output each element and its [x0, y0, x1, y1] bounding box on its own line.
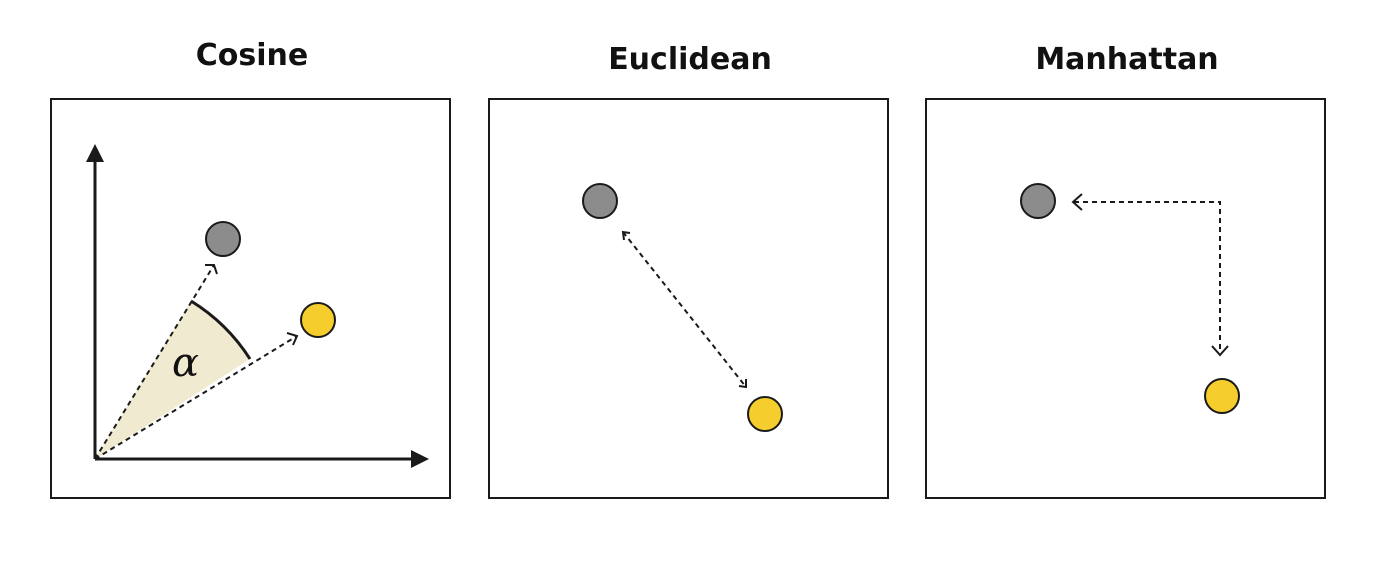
- angle-label: α: [172, 340, 199, 386]
- euclidean-arrowhead-start: [621, 230, 631, 241]
- euclidean-title: Euclidean: [608, 42, 772, 77]
- cosine-diagram: α: [86, 144, 429, 468]
- manhattan-distance-path: [1074, 201, 1221, 353]
- manhattan-panel: [925, 98, 1326, 499]
- euclidean-arrowhead-end: [738, 379, 747, 389]
- manhattan-arrowhead-end: [1211, 345, 1229, 357]
- angle-arc: [190, 299, 252, 360]
- gray-point: [1020, 183, 1056, 219]
- vector-to-yellow: [94, 335, 298, 460]
- gray-point: [205, 221, 241, 257]
- vector-to-gray-arrowhead: [205, 264, 218, 275]
- yellow-point: [300, 302, 336, 338]
- vector-to-yellow-arrowhead: [286, 332, 299, 346]
- manhattan-diagram: [1020, 183, 1240, 414]
- yellow-point: [747, 396, 783, 432]
- euclidean-panel: [488, 98, 889, 499]
- vector-to-gray: [94, 264, 215, 460]
- euclidean-diagram: [582, 183, 783, 432]
- y-axis-arrowhead: [86, 144, 104, 162]
- manhattan-arrowhead-start: [1071, 193, 1083, 211]
- cosine-panel: α: [50, 98, 451, 499]
- euclidean-distance-line: [622, 231, 747, 388]
- x-axis-arrowhead: [411, 450, 429, 468]
- cosine-title: Cosine: [195, 38, 309, 73]
- gray-point: [582, 183, 618, 219]
- angle-wedge: [95, 301, 250, 459]
- manhattan-title: Manhattan: [1035, 42, 1219, 77]
- yellow-point: [1204, 378, 1240, 414]
